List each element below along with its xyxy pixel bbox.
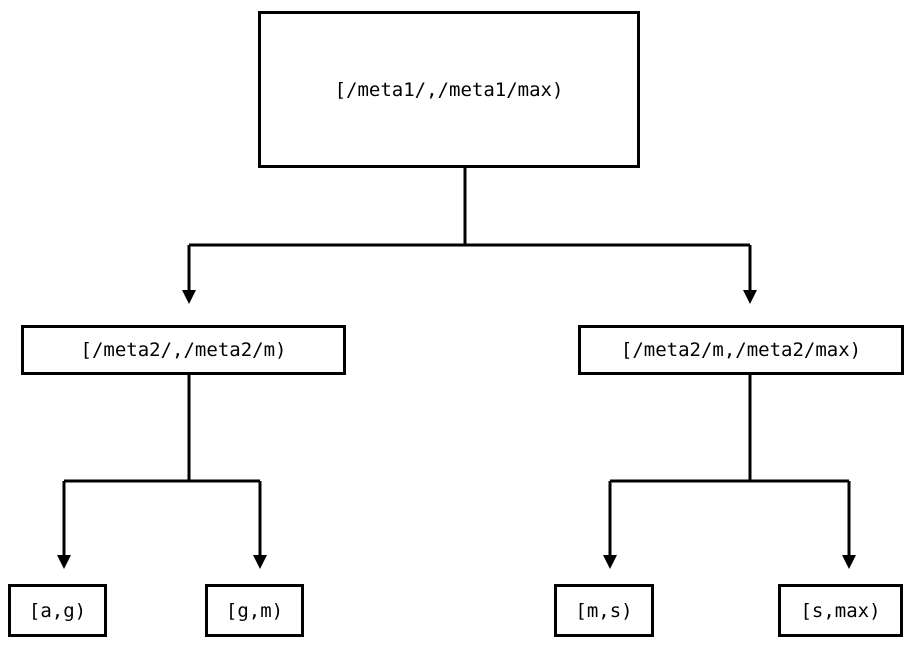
tree-node-leaf-g-m[interactable]: [g,m) bbox=[205, 584, 304, 637]
tree-node-leaf-m-s-label: [m,s) bbox=[575, 599, 633, 622]
tree-node-leaf-s-max[interactable]: [s,max) bbox=[778, 584, 903, 637]
tree-node-leaf-m-s[interactable]: [m,s) bbox=[554, 584, 654, 637]
tree-node-leaf-g-m-label: [g,m) bbox=[225, 599, 284, 622]
tree-node-root-label: [/meta1/,/meta1/max) bbox=[334, 78, 564, 101]
tree-node-leaf-a-g[interactable]: [a,g) bbox=[8, 584, 107, 637]
arrowhead-icon-to-leaf-ag bbox=[57, 555, 71, 569]
arrowhead-icon-to-mid-right bbox=[743, 290, 757, 304]
arrowhead-icon-to-leaf-gm bbox=[253, 555, 267, 569]
tree-node-leaf-s-max-label: [s,max) bbox=[800, 599, 881, 622]
tree-node-mid-left-label: [/meta2/,/meta2/m) bbox=[80, 339, 287, 361]
tree-node-leaf-a-g-label: [a,g) bbox=[28, 599, 87, 622]
tree-node-root[interactable]: [/meta1/,/meta1/max) bbox=[258, 11, 640, 168]
tree-node-mid-right-label: [/meta2/m,/meta2/max) bbox=[620, 339, 862, 361]
tree-node-mid-left[interactable]: [/meta2/,/meta2/m) bbox=[21, 325, 346, 375]
arrowhead-icon-to-leaf-ms bbox=[603, 555, 617, 569]
arrowhead-icon-to-mid-left bbox=[182, 290, 196, 304]
arrowhead-icon-to-leaf-smax bbox=[842, 555, 856, 569]
tree-node-mid-right[interactable]: [/meta2/m,/meta2/max) bbox=[578, 325, 904, 375]
